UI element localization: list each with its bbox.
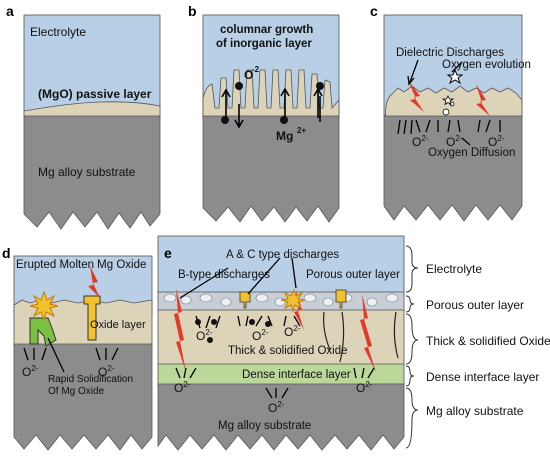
panel-e-ac-discharges-label: A & C type discharges	[226, 249, 339, 261]
panel-e-interface-label: Dense interface layer	[242, 369, 351, 381]
panel-c-discharge-1	[408, 80, 424, 112]
oxygen-ion-charge: 2-	[261, 328, 268, 337]
panel-c-discharge-2	[476, 84, 490, 116]
panel-d-discharge-icon	[88, 266, 100, 298]
panel-b-mg-ion: Mg	[276, 129, 293, 143]
panel-a-substrate	[23, 115, 161, 230]
panel-d-letter: d	[2, 245, 11, 261]
oxygen-ion-charge: 2-	[455, 134, 462, 143]
panel-e-thick-oxide-label: Thick & solidified Oxide	[228, 345, 348, 357]
panel-c-bubble	[442, 108, 450, 116]
oxygen-ion-charge: 2-	[205, 328, 212, 337]
panel-e-arrows	[175, 257, 375, 399]
panel-e-ion-dots	[195, 319, 271, 343]
oxygen-ion-charge: 2-	[497, 134, 504, 143]
panel-c-discharge-label: Dielectric Discharges	[396, 47, 504, 59]
panel-b-columnar-layer	[202, 69, 340, 119]
panel-b-substrate	[202, 115, 340, 223]
panel-d-erupted-label: Erupted Molten Mg Oxide	[16, 259, 146, 271]
panel-e-porous-label: Porous outer layer	[306, 269, 400, 281]
panel-d: d Erupted Molten Mg Oxide Oxide layer Ra…	[2, 245, 153, 451]
panel-b: b columnar growth of inorganic layer O -…	[188, 3, 340, 223]
panel-c: c Dielectric Discharges Oxygen evolution…	[370, 3, 531, 222]
panel-e-electrolyte	[157, 235, 405, 299]
panel-e-pores	[163, 293, 399, 307]
panel-d-arrows	[23, 337, 119, 373]
panel-c-substrate	[383, 115, 523, 222]
panel-d-substrate	[13, 343, 153, 451]
oxygen-ion-charge: 2-	[31, 364, 38, 373]
legend-substrate: Mg alloy substrate	[426, 404, 524, 418]
panel-d-oxide-layer-label: Oxide layer	[90, 319, 146, 331]
panel-c-oxygen-evolution-label: Oxygen evolution	[442, 59, 531, 71]
panel-e-legend-braces	[405, 245, 419, 449]
panel-e-letter: e	[164, 245, 172, 261]
panel-b-title-line2: of inorganic layer	[216, 38, 312, 50]
panel-e-spark-icon	[280, 288, 306, 313]
oxygen-ion-charge: 2-	[277, 400, 284, 409]
panel-c-arrows	[407, 59, 471, 146]
panel-c-diffusion-arrows	[397, 119, 501, 135]
oxygen-ion-charge: 2-	[293, 324, 300, 333]
panel-a-passive-layer-label: (MgO) passive layer	[38, 87, 152, 101]
legend-thick-oxide: Thick & solidified Oxide	[426, 334, 550, 348]
panel-b-ion-arrows	[221, 87, 323, 129]
panel-e: e A & C type discharges B-type discharge…	[157, 235, 419, 451]
panel-b-letter: b	[188, 3, 197, 19]
panel-b-title-line1: columnar growth	[220, 24, 313, 36]
panel-a: a Electrolyte (MgO) passive layer Mg all…	[6, 3, 161, 230]
panel-b-mg-charge: 2+	[297, 126, 306, 135]
oxygen-ion-charge: 2-	[183, 380, 190, 389]
panel-d-rapid-label-1: Rapid Solidification	[48, 374, 133, 385]
panel-e-substrate-label: Mg alloy substrate	[218, 420, 311, 432]
panel-d-spark-icon	[29, 290, 59, 322]
panel-e-cracks	[323, 311, 399, 363]
panel-e-substrate	[157, 383, 405, 451]
panel-a-substrate-label: Mg alloy substrate	[38, 165, 136, 179]
panel-e-discharges	[174, 288, 376, 372]
panel-a-letter: a	[6, 3, 14, 19]
legend-electrolyte: Electrolyte	[426, 262, 482, 276]
panel-d-green-oxide-icon	[29, 317, 57, 347]
panel-b-oxygen-charge: -2	[252, 65, 260, 74]
panel-c-letter: c	[370, 3, 378, 19]
oxygen-ion-charge: 2-	[107, 364, 114, 373]
panel-c-star-icon	[441, 95, 455, 106]
panel-a-electrolyte	[23, 14, 161, 112]
panel-a-electrolyte-label: Electrolyte	[30, 25, 86, 39]
panel-c-oxygen-diffusion-label: Oxygen Diffusion	[428, 147, 515, 159]
legend-porous: Porous outer layer	[426, 298, 524, 312]
layer-legend: Electrolyte Porous outer layer Thick & s…	[426, 262, 550, 418]
panel-b-oxygen-ion: O	[244, 68, 253, 82]
oxygen-ion-charge: 2-	[365, 380, 372, 389]
panel-a-passive-layer	[23, 101, 161, 119]
panel-d-rapid-label-2: Of Mg Oxide	[48, 386, 105, 397]
panel-e-yellow-oxide-icon	[335, 289, 347, 309]
panel-b-ion-dots	[221, 82, 324, 124]
panel-e-b-discharges-label: B-type discharges	[178, 269, 270, 281]
panel-c-star-icon	[446, 68, 464, 85]
legend-interface: Dense interface layer	[426, 370, 539, 384]
oxygen-ion-charge: 2-	[421, 134, 428, 143]
panel-d-yellow-oxide-icon	[83, 295, 101, 341]
panel-e-yellow-oxide-icon	[239, 291, 251, 309]
